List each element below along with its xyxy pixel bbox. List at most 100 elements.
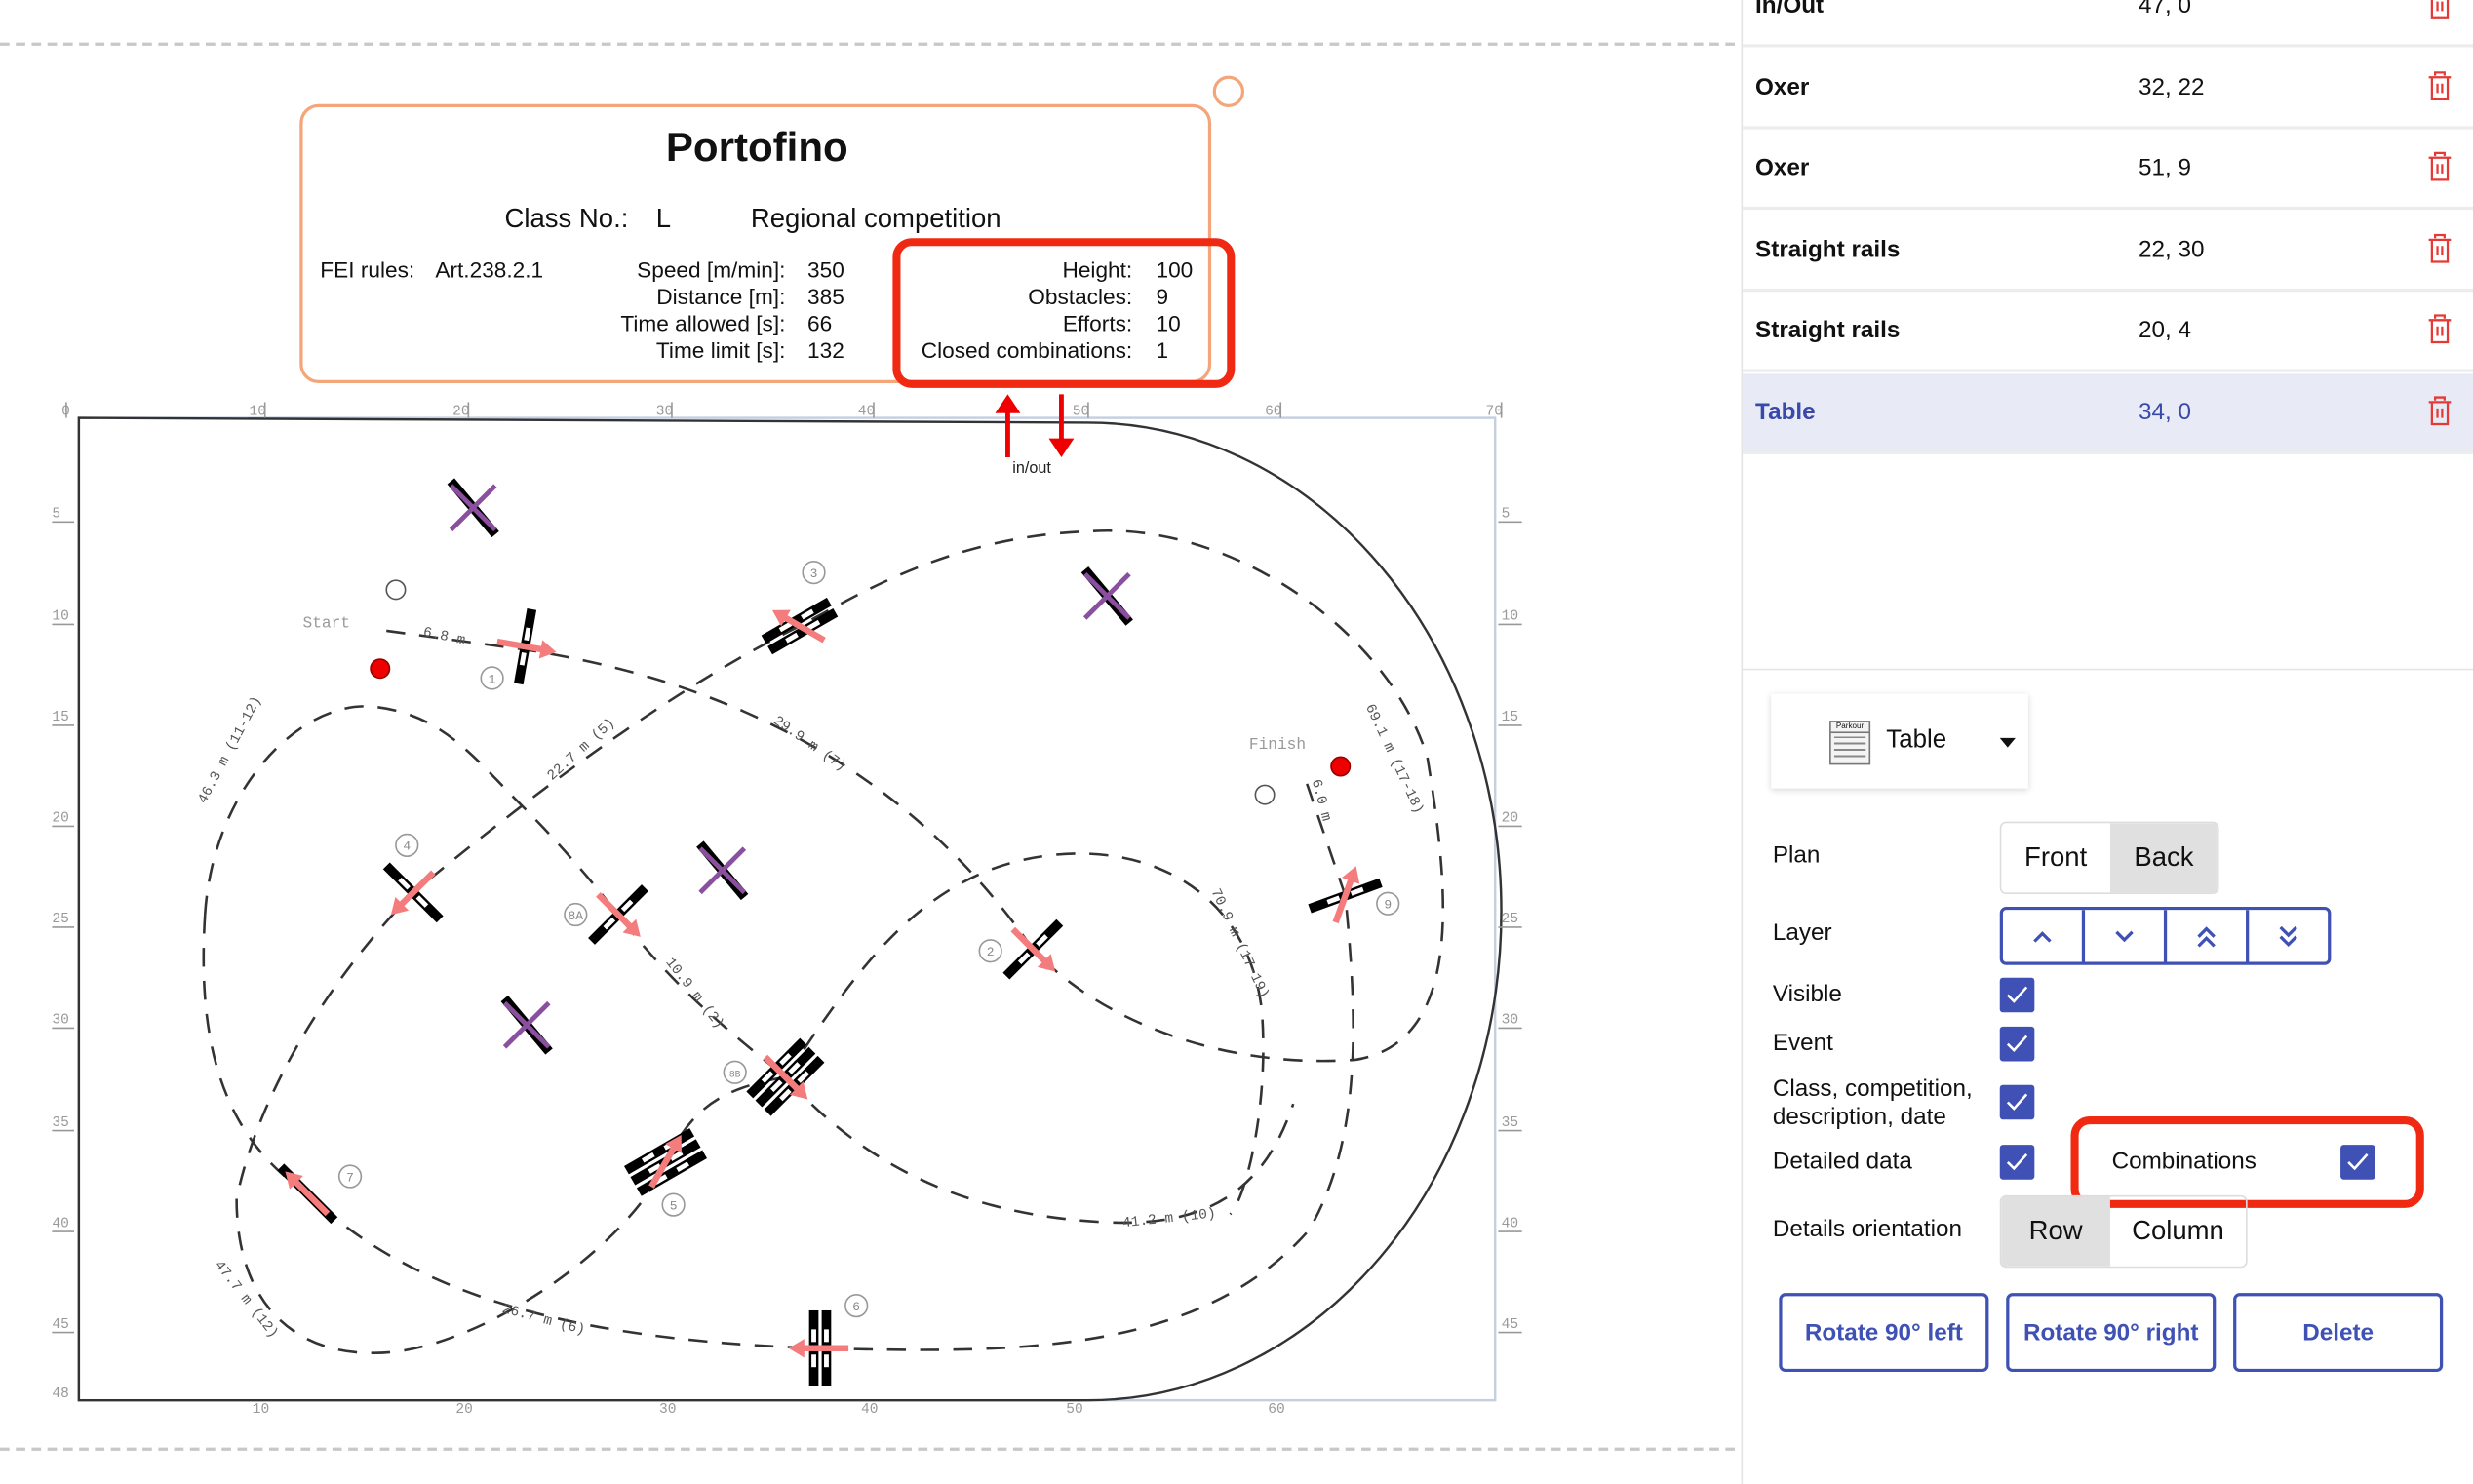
object-name: Oxer (1755, 73, 1810, 100)
orientation-column-button[interactable]: Column (2132, 1215, 2224, 1246)
start-flag-white[interactable] (385, 579, 407, 601)
object-name: Straight rails (1755, 317, 1901, 344)
distance-label: 70.9 m (17-19) (1207, 886, 1272, 1001)
distance-label: 41.2 m (10) (1121, 1206, 1216, 1231)
track-path (202, 895, 1354, 1351)
layer-top-button[interactable] (2167, 910, 2250, 962)
visible-label: Visible (1772, 980, 1842, 1008)
class-competition-checkbox[interactable] (1999, 1084, 2035, 1120)
obstacle-jump[interactable] (382, 862, 444, 923)
trash-icon[interactable] (2427, 395, 2453, 426)
trash-icon[interactable] (2427, 314, 2453, 345)
track-path (784, 852, 1265, 1216)
check-icon (2006, 986, 2028, 1003)
object-coords: 51, 9 (2139, 154, 2192, 181)
height-value: 100 (1156, 256, 1194, 283)
trash-icon[interactable] (2427, 70, 2453, 101)
obstacle-jump[interactable] (788, 1309, 849, 1386)
event-title: Portofino (665, 123, 848, 171)
inactive-obstacle[interactable] (500, 995, 553, 1055)
object-name: Straight rails (1755, 235, 1901, 263)
layer-label: Layer (1772, 918, 1832, 947)
chevron-up-icon (2033, 930, 2052, 942)
object-coords: 22, 30 (2139, 235, 2205, 263)
object-name: Oxer (1755, 154, 1810, 181)
obstacle-jump[interactable] (746, 1037, 825, 1116)
rotate-left-button[interactable]: Rotate 90° left (1779, 1293, 1989, 1373)
jump-number: 1 (489, 672, 496, 686)
start-flag-red[interactable] (370, 658, 391, 680)
object-list-item[interactable]: Oxer 51, 9 (1743, 130, 2473, 211)
orientation-row-button[interactable]: Row (2001, 1196, 2110, 1267)
jump-number: 7 (346, 1170, 354, 1185)
rotate-handle[interactable] (1212, 75, 1245, 107)
trash-icon[interactable] (2427, 233, 2453, 264)
combinations-checkbox[interactable] (2340, 1145, 2375, 1180)
visible-checkbox[interactable] (1999, 977, 2035, 1013)
competition-name: Regional competition (750, 203, 1001, 234)
course-canvas[interactable]: 0102030405060701020304050605510101515202… (0, 0, 1735, 1484)
obstacles-value: 9 (1156, 284, 1169, 309)
delete-button[interactable]: Delete (2233, 1293, 2444, 1373)
layer-up-button[interactable] (2003, 910, 2086, 962)
object-type-select[interactable]: Parkour Table (1771, 693, 2028, 789)
arrow-up-icon (995, 394, 1021, 413)
finish-flag-white[interactable] (1254, 784, 1276, 805)
jump-number: 5 (670, 1198, 678, 1213)
in-out-gate[interactable]: in/out (995, 394, 1075, 477)
obstacle-jump[interactable] (623, 1128, 708, 1196)
plan-toggle: Front Back (1999, 821, 2219, 895)
divider (1743, 668, 2473, 671)
event-checkbox[interactable] (1999, 1026, 2035, 1062)
jump-number: 3 (810, 566, 818, 581)
obstacle-jump[interactable] (761, 597, 839, 655)
distance-label: Distance [m]: (656, 284, 786, 309)
efforts-value: 10 (1156, 310, 1181, 336)
track-path (235, 528, 1445, 1354)
layer-buttons (1999, 906, 2332, 965)
arena (77, 416, 1503, 1402)
layer-bottom-button[interactable] (2249, 910, 2328, 961)
layer-down-button[interactable] (2085, 910, 2168, 962)
obstacle-jump[interactable] (1002, 918, 1064, 980)
direction-arrow-icon (390, 870, 436, 916)
finish-flag-red[interactable] (1330, 756, 1352, 777)
class-competition-label: Class, competition, description, date (1772, 1074, 1973, 1131)
trash-icon[interactable] (2427, 0, 2453, 20)
inactive-obstacle[interactable] (1080, 566, 1133, 626)
ruler-tick-label: 25 (52, 912, 68, 927)
direction-arrow-icon (788, 1339, 849, 1358)
ruler-tick-label: 30 (656, 404, 673, 419)
jump-number-badge (978, 939, 1002, 963)
obstacle-jump[interactable] (495, 608, 558, 685)
combinations-label: Combinations (2111, 1148, 2257, 1175)
detailed-data-checkbox[interactable] (1999, 1145, 2035, 1180)
speed-label: Speed [m/min]: (637, 256, 786, 283)
plan-back-button[interactable]: Back (2109, 823, 2218, 893)
rotate-right-button[interactable]: Rotate 90° right (2006, 1293, 2217, 1373)
ruler-tick-label: 10 (52, 609, 68, 625)
inactive-obstacle[interactable] (696, 840, 749, 901)
fei-label: FEI rules: (320, 256, 415, 283)
jump-number: 8A (569, 909, 584, 923)
ruler-tick-label: 50 (1066, 1402, 1082, 1418)
distance-label: 69.1 m (17-18) (1361, 702, 1426, 817)
obstacle-jump[interactable] (277, 1163, 338, 1225)
obstacle-jump[interactable] (1308, 863, 1383, 925)
jump-number: 4 (403, 840, 411, 854)
plan-front-button[interactable]: Front (2024, 841, 2088, 873)
obstacle-jump[interactable] (588, 884, 648, 945)
inactive-obstacle[interactable] (447, 478, 499, 538)
event-label: Event (1772, 1030, 1833, 1057)
object-list-item[interactable]: Straight rails 22, 30 (1743, 211, 2473, 292)
trash-icon[interactable] (2427, 151, 2453, 182)
height-label: Height: (1062, 256, 1133, 283)
ruler-tick-label: 25 (1502, 912, 1518, 927)
ruler-tick-label: 5 (1502, 506, 1511, 522)
ruler-tick-label: 20 (52, 811, 68, 827)
